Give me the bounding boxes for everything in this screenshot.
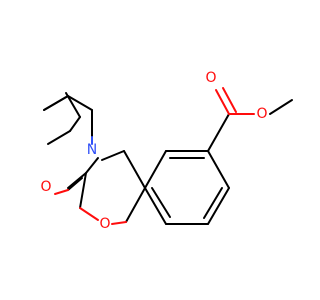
ester-oxygen-label: O: [256, 106, 267, 122]
ester-carbonyl-oxygen-label: O: [205, 70, 216, 86]
ester-group: [207, 87, 293, 152]
benzene-ring: [144, 150, 230, 225]
seven-membered-ring: [67, 136, 146, 225]
ring-oxygen-label: O: [99, 216, 110, 232]
bond-propyl-ch2-ring: [47, 130, 71, 145]
structure-diagram: O N O O O: [40, 70, 293, 232]
propyl-group: [43, 95, 93, 138]
ring-nitrogen-label: N: [87, 142, 97, 158]
carbonyl-group: [54, 177, 83, 195]
molecule-canvas: O N O O O: [40, 70, 293, 232]
carbonyl-oxygen-label: O: [40, 179, 51, 195]
bond-propyl-ch2-ch2: [69, 116, 81, 132]
